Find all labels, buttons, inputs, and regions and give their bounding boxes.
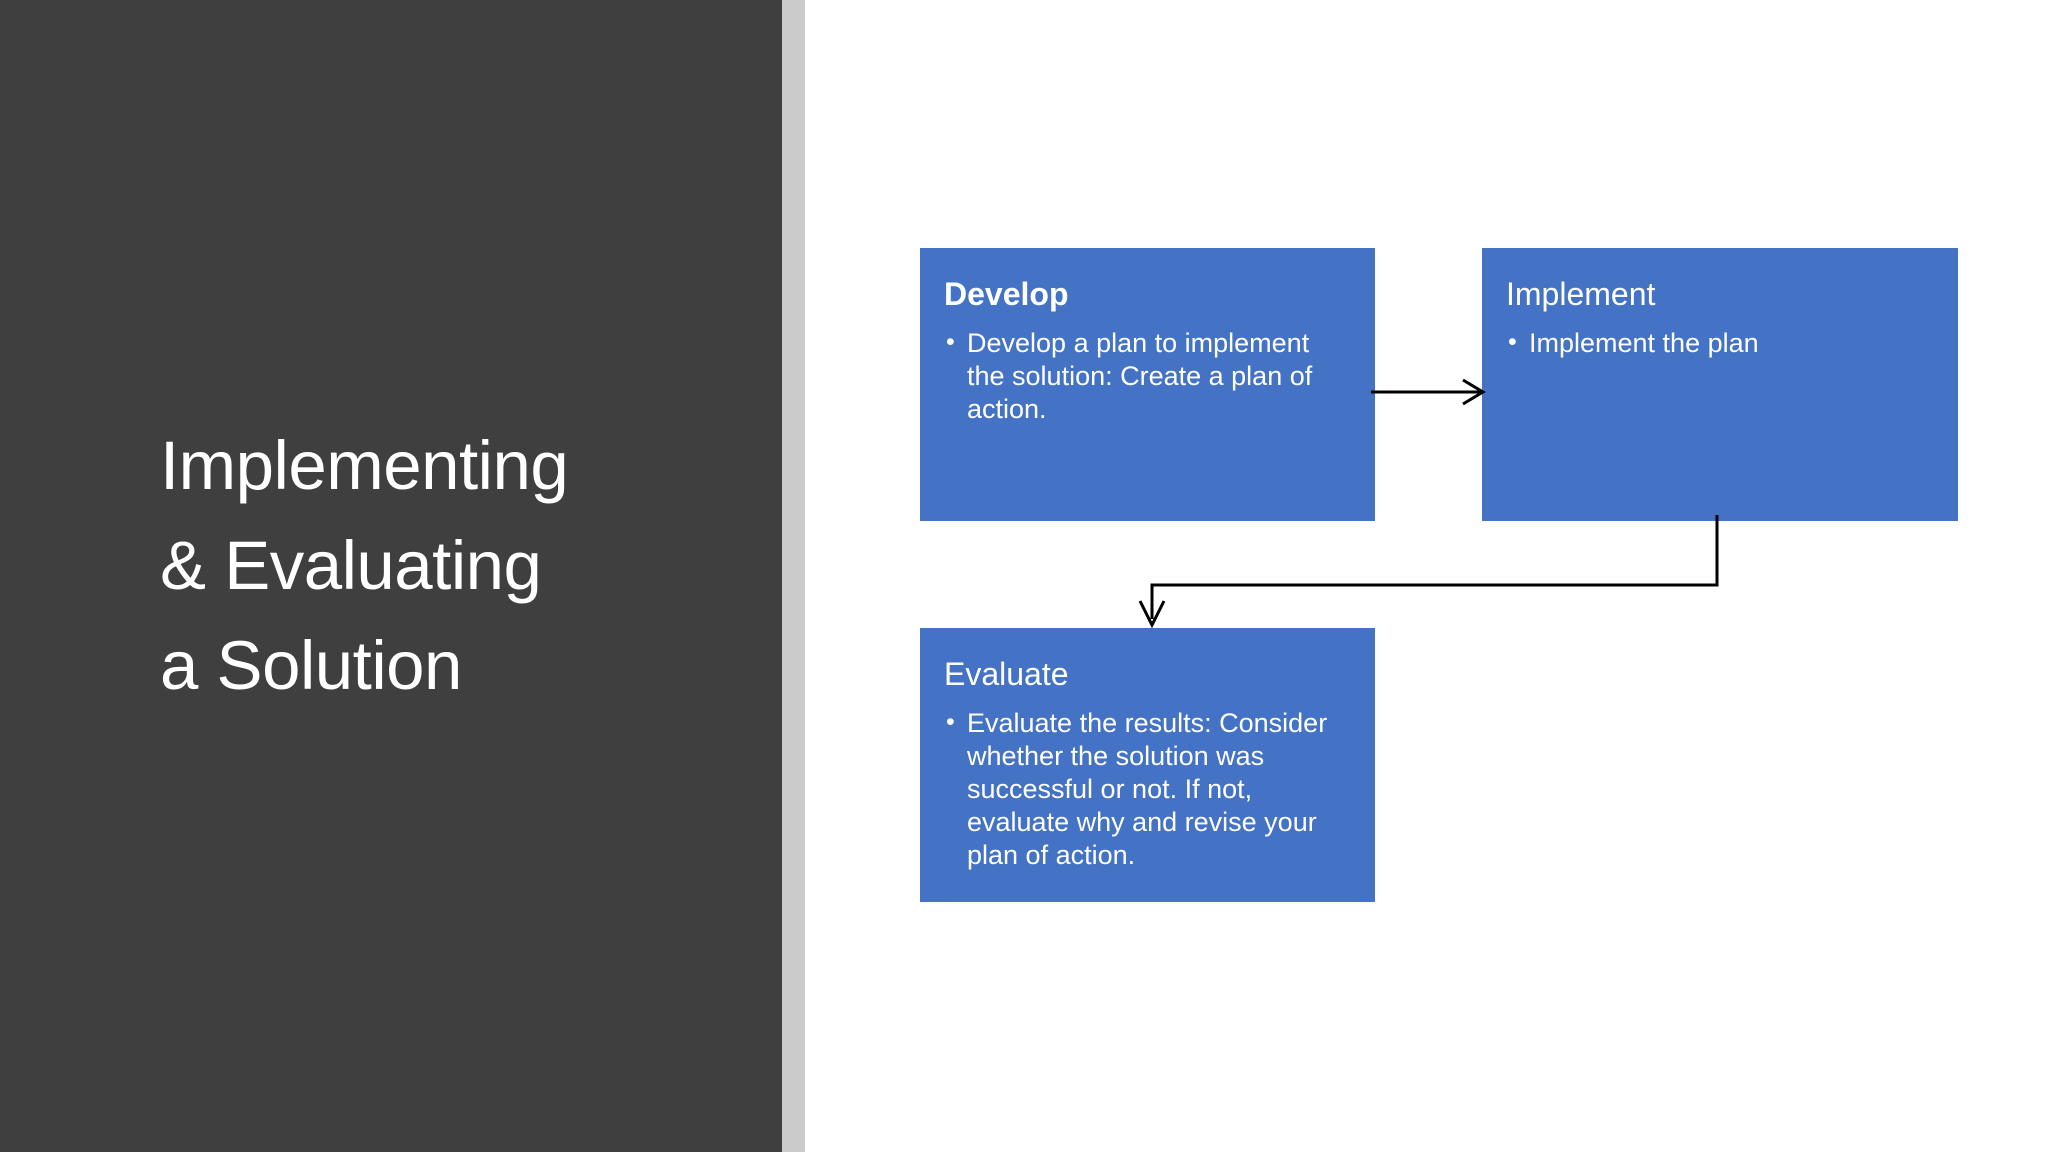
page-title: Implementing & Evaluating a Solution (160, 427, 569, 704)
list-item: Develop a plan to implement the solution… (944, 326, 1351, 426)
flow-box-develop-title: Develop (944, 276, 1069, 312)
flow-box-develop[interactable]: Develop Develop a plan to implement the … (920, 248, 1375, 521)
flow-box-develop-bullets: Develop a plan to implement the solution… (944, 326, 1351, 426)
flow-box-evaluate[interactable]: Evaluate Evaluate the results: Consider … (920, 628, 1375, 902)
panel-divider (782, 0, 805, 1152)
connector-develop-to-implement-arrow-icon (1371, 360, 1491, 430)
list-item: Implement the plan (1506, 326, 1934, 360)
flow-box-evaluate-bullets: Evaluate the results: Consider whether t… (944, 706, 1351, 872)
flow-box-implement[interactable]: Implement Implement the plan (1482, 248, 1958, 521)
connector-implement-to-evaluate-arrow-icon (1125, 515, 1745, 640)
flow-box-implement-title: Implement (1506, 276, 1656, 312)
diagram-canvas: Develop Develop a plan to implement the … (805, 0, 2048, 1152)
title-panel (0, 0, 782, 1152)
flow-box-evaluate-title: Evaluate (944, 656, 1069, 692)
flow-box-implement-bullets: Implement the plan (1506, 326, 1934, 360)
list-item: Evaluate the results: Consider whether t… (944, 706, 1351, 872)
